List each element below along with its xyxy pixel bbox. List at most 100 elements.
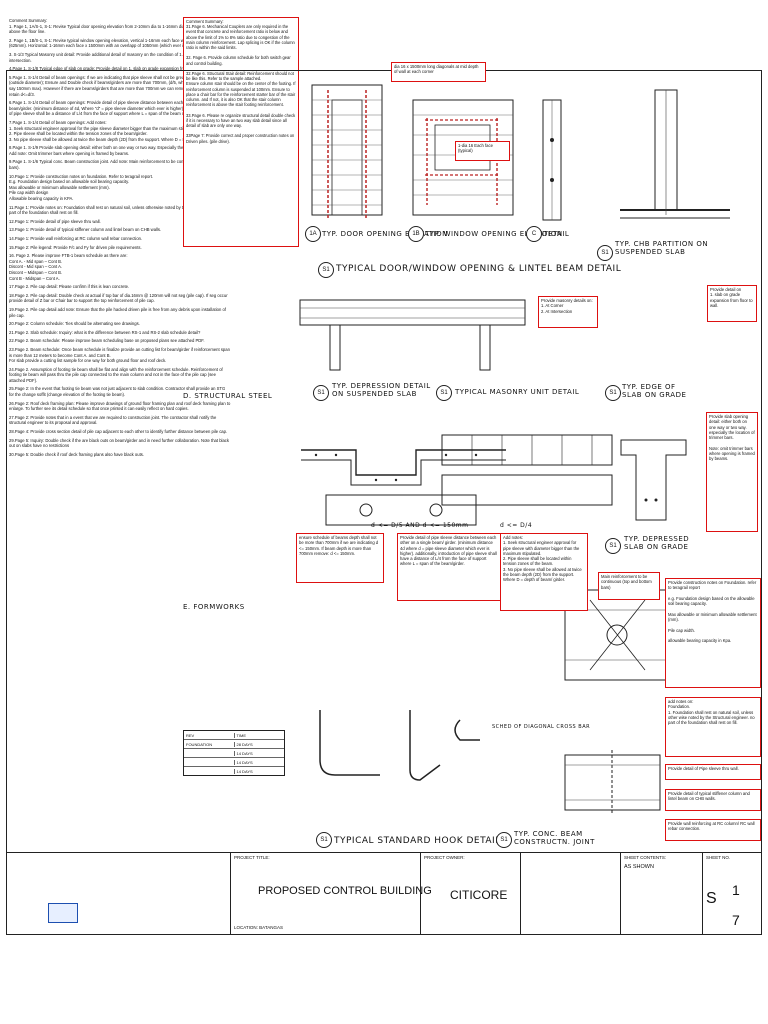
time-header: TIME bbox=[233, 732, 285, 738]
title-hook: TYPICAL STANDARD HOOK DETAILS bbox=[334, 836, 507, 846]
sheet-contents: AS SHOWN bbox=[624, 864, 654, 870]
left-comment-summary: Comment Summary: 1. Page 1, 1A/S-1, S-1:… bbox=[9, 18, 231, 913]
title-edge-slab: TYP. EDGE OF SLAB ON GRADE bbox=[622, 383, 687, 399]
comment-item: 22.Page 2. Beam schedule: Please improve… bbox=[9, 338, 205, 344]
table-row: 14 DAYS bbox=[184, 758, 284, 767]
stiffener-callout: Provide detail of typical stiffener colu… bbox=[665, 789, 761, 811]
depression-detail bbox=[301, 449, 506, 526]
title-depression: TYP. DEPRESSION DETAIL ON SUSPENDED SLAB bbox=[332, 382, 431, 398]
slab-opening-callout: Provide slab opening detail: either both… bbox=[706, 412, 758, 532]
detail-c-section bbox=[542, 99, 562, 221]
comment-item: 19.Page 2. Pile cap detail add note: Ens… bbox=[9, 306, 228, 318]
project-title-label: PROJECT TITLE: bbox=[234, 855, 270, 860]
edge-slab-detail bbox=[620, 439, 687, 521]
comment-item: 13.Page 1: Provide detail of typical sti… bbox=[9, 227, 162, 233]
pipe-sleeve-callout: Provide detail of pipe sleeve distance b… bbox=[397, 533, 501, 601]
comment-item: 28.Page 4: Provide cross section detail … bbox=[9, 429, 228, 435]
title-sched-diagonal: SCHED OF DIAGONAL CROSS BAR bbox=[492, 724, 591, 730]
chb-partition-detail bbox=[620, 89, 730, 219]
title-detail: DETAIL bbox=[542, 230, 570, 238]
top-comment-box: Comment Summary: 31.Page 6. Mechanical C… bbox=[183, 17, 299, 247]
title-window-elevation: TYP. WINDOW OPENING ELEVATION bbox=[425, 230, 563, 238]
rev-table: REV TIME FOUNDATION 28 DAYS 14 DAYS 14 D… bbox=[183, 730, 285, 776]
location-label: LOCATION: BATANGAS bbox=[234, 925, 284, 930]
rev-table-header: REV TIME bbox=[184, 731, 284, 740]
sheet-contents-cell bbox=[620, 852, 702, 935]
masonry-unit-detail bbox=[441, 434, 613, 506]
comment-item: 7.Page 1. S-1/4 Detail of beam openings:… bbox=[9, 119, 223, 142]
company-logo bbox=[48, 903, 78, 923]
add-notes-foundation-callout: add notes on: Foundation. 1. Foundation … bbox=[665, 697, 761, 757]
table-row: FOUNDATION 28 DAYS bbox=[184, 740, 284, 749]
comment-item: 18.Page 2. Pile cap detail: Double check… bbox=[9, 292, 229, 304]
bubble-c: C bbox=[526, 226, 542, 242]
ensure-beams-callout: ensure schedule of beams depth shall not… bbox=[296, 533, 384, 583]
table-row: 14 DAYS bbox=[184, 767, 284, 775]
bubble-1b: 1B bbox=[408, 226, 424, 242]
slab-wall-callout: Provide detail on 1. slab on grade expan… bbox=[707, 285, 757, 322]
comment-item: 21.Page 2. Slab schedule: Inquiry: what … bbox=[9, 329, 201, 335]
bubble-door-window: S1 bbox=[318, 262, 334, 278]
project-owner: CITICORE bbox=[450, 888, 508, 902]
foundation-notes-callout: Provide construction notes on Foundation… bbox=[665, 578, 761, 688]
comment-item: 20.Page 2: Column schedule: Ties should … bbox=[9, 321, 140, 327]
main-reinforcement-callout: Main reinforcement to be continuous (top… bbox=[598, 572, 660, 600]
standard-hook-details bbox=[319, 710, 480, 781]
comment-item: 27.Page 2: Provide notes that in a event… bbox=[9, 414, 218, 426]
pipe-wall-callout: Provide detail of Pipe sleeve thru wall. bbox=[665, 764, 761, 780]
bubble-depression: S1 bbox=[313, 385, 329, 401]
comment-item: 29.Page 5: Inquiry: Double check if the … bbox=[9, 437, 231, 449]
bubble-edge-slab: S1 bbox=[605, 385, 621, 401]
bubble-1a: 1A bbox=[305, 226, 321, 242]
comment-item: 14.Page 1: Provide wall reinforcing at R… bbox=[9, 236, 143, 241]
add-notes-callout: Add notes: 1. Seek structural engineer a… bbox=[500, 533, 588, 611]
title-chb-partition: TYP. CHB PARTITION ON SUSPENDED SLAB bbox=[615, 240, 709, 256]
comment-item: 12.Page 1: Provide detail of pipe sleeve… bbox=[9, 218, 101, 224]
title-door-elevation: TYP. DOOR OPENING ELEVATION bbox=[322, 230, 448, 238]
title-door-window: TYPICAL DOOR/WINDOW OPENING & LINTEL BEA… bbox=[336, 264, 622, 274]
sheet-number: 1 bbox=[732, 882, 740, 898]
title-formworks: E. FORMWORKS bbox=[183, 603, 245, 611]
title-depressed: TYP. DEPRESSED SLAB ON GRADE bbox=[624, 535, 690, 551]
comment-item: 17.Page 2. Pile cap detail: Please confi… bbox=[9, 284, 130, 290]
title-block bbox=[6, 852, 762, 935]
sheet-no-cell bbox=[702, 852, 762, 935]
comment-item: 24.Page 2. Assumption of footing tie bea… bbox=[9, 366, 224, 383]
bubble-masonry: S1 bbox=[436, 385, 452, 401]
lintel-beam-detail bbox=[299, 299, 526, 371]
title-structural-steel: D. STRUCTURAL STEEL bbox=[183, 392, 273, 400]
bubble-chb: S1 bbox=[597, 245, 613, 261]
project-title: PROPOSED CONTROL BUILDING bbox=[258, 885, 432, 897]
title-d-range: d <= D/5 AND d <= 150mm bbox=[371, 522, 469, 529]
each-face-callout: 1-dia 16 Each face (typical) bbox=[455, 141, 510, 161]
sheet-no-label: SHEET NO. bbox=[706, 855, 731, 860]
project-title-cell bbox=[230, 852, 420, 935]
bubble-conc-beam: S1 bbox=[496, 832, 512, 848]
comment-item: 15.Page 2: Pile legend: Provide F/c and … bbox=[9, 244, 142, 250]
sheet-letter: S bbox=[706, 890, 717, 907]
comment-item: 16. Page 2. Please improve FTB-1 beam sc… bbox=[9, 253, 128, 281]
project-owner-cell bbox=[420, 852, 520, 935]
sheet-contents-label: SHEET CONTENTS: bbox=[624, 855, 667, 860]
revision-cell bbox=[520, 852, 620, 935]
title-masonry: TYPICAL MASONRY UNIT DETAIL bbox=[455, 388, 580, 396]
comment-item: 25.Page 2: In the event that footing tie… bbox=[9, 386, 227, 398]
dia-callout: dia 16 x 1500mm long diagonals at mid de… bbox=[391, 62, 486, 82]
wall-reinforcing-callout: Provide wall reinforcing at RC column/ R… bbox=[665, 819, 761, 841]
masonry-callout: Provide masonry details on: 1. At Corner… bbox=[538, 296, 598, 328]
project-owner-label: PROJECT OWNER: bbox=[424, 855, 465, 860]
sheet-total: 7 bbox=[732, 912, 740, 928]
table-row: 14 DAYS bbox=[184, 749, 284, 758]
door-opening-elevation bbox=[311, 84, 383, 220]
comment-item: 26.Page 2: Roof deck framing plan: Pleas… bbox=[9, 400, 232, 412]
comment-item: 30.Page 5: Double check if roof deck fra… bbox=[9, 451, 145, 457]
title-conc-beam: TYP. CONC. BEAM CONSTRUCTN. JOINT bbox=[514, 830, 595, 846]
comment-item: 23.Page 2. Beam schedule: Once beam sche… bbox=[9, 346, 230, 364]
bubble-depressed: S1 bbox=[605, 538, 621, 554]
bubble-hook: S1 bbox=[316, 832, 332, 848]
title-d-max: d <= D/4 bbox=[500, 522, 533, 529]
comment-item: 10.Page 1: Provide construction notes on… bbox=[9, 173, 154, 202]
conc-beam-construction-joint bbox=[564, 750, 661, 815]
rev-header: REV bbox=[186, 732, 195, 738]
